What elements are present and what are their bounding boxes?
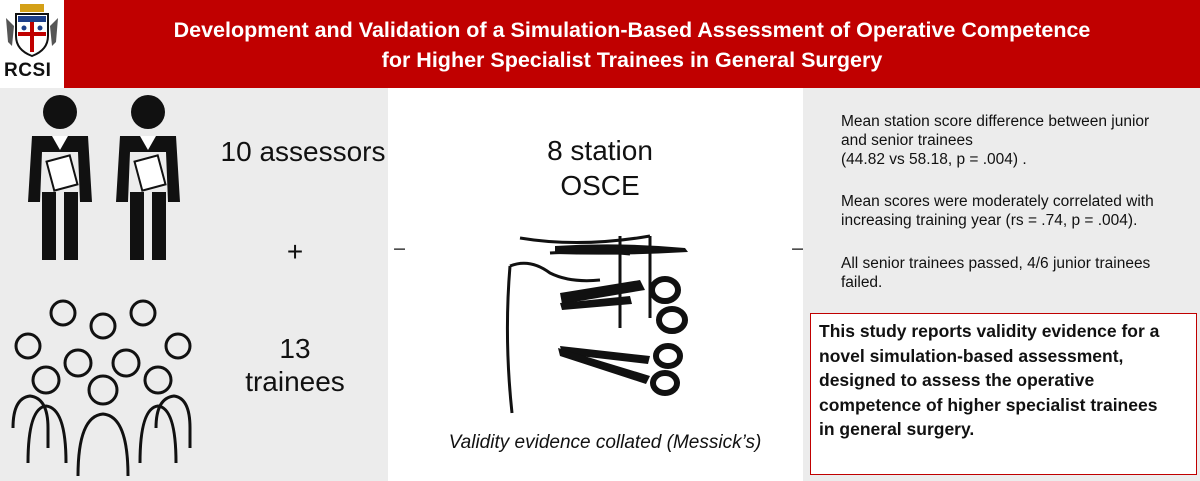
- participants-panel: [0, 88, 388, 481]
- trainees-count: 13: [279, 333, 311, 364]
- finding-3: All senior trainees passed, 4/6 junior t…: [841, 255, 1151, 291]
- assessor-person-icon: [28, 95, 180, 260]
- assessors-count: 10 assessors: [220, 136, 386, 167]
- conclusion-text: This study reports validity evidence for…: [819, 321, 1160, 439]
- rcsi-logo: RCSI: [0, 0, 64, 88]
- title-bar: Development and Validation of a Simulati…: [64, 0, 1200, 88]
- logo-text: RCSI: [4, 60, 52, 81]
- osce-line-2: OSCE: [560, 170, 640, 201]
- method-panel: [405, 88, 783, 481]
- finding-2: Mean scores were moderately correlated w…: [841, 193, 1154, 229]
- validity-caption: Validity evidence collated (Messick’s): [448, 432, 762, 453]
- osce-line-1: 8 station: [547, 135, 653, 166]
- trainees-label: trainees: [245, 366, 345, 397]
- crest-icon: [6, 4, 58, 58]
- surgical-instruments-icon: [505, 234, 688, 414]
- title-line-1: Development and Validation of a Simulati…: [173, 18, 1091, 42]
- title-line-2: for Higher Specialist Trainees in Genera…: [381, 48, 883, 72]
- finding-1: Mean station score difference between ju…: [841, 113, 1150, 168]
- conclusion-box: This study reports validity evidence for…: [810, 313, 1197, 475]
- header: RCSI Development and Validation of a Sim…: [0, 0, 1200, 88]
- trainees-group-icon: [11, 299, 192, 477]
- plus-sign: +: [286, 236, 304, 267]
